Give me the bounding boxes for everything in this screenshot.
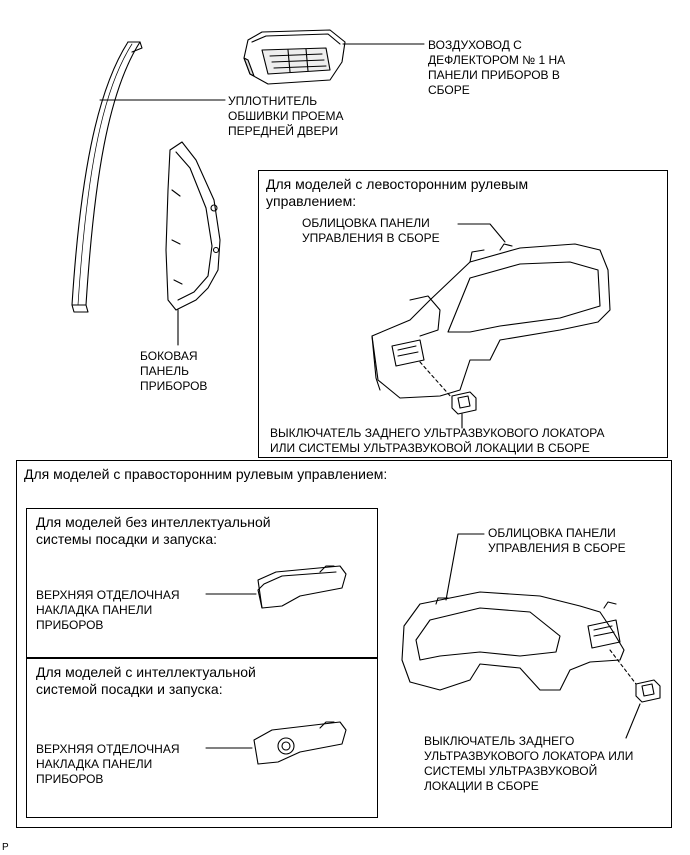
- upper-pad-smart-part: [253, 721, 347, 765]
- upper-pad-no-smart-part: [257, 565, 347, 609]
- smart-frame: [26, 658, 378, 818]
- smart-header: Для моделей с интеллектуальной системой …: [36, 664, 256, 697]
- lhd-switch-label: ВЫКЛЮЧАТЕЛЬ ЗАДНЕГО УЛЬТРАЗВУКОВОГО ЛОКА…: [270, 426, 605, 455]
- footer-code: P: [2, 842, 9, 853]
- rhd-switch-dashed-line: [609, 649, 637, 685]
- smart-upper-pad-label: ВЕРХНЯЯ ОТДЕЛОЧНАЯ НАКЛАДКА ПАНЕЛИ ПРИБО…: [36, 742, 180, 786]
- lhd-bezel-part: [371, 243, 611, 399]
- side-panel-part: [165, 141, 221, 311]
- air-duct-register-part: [243, 29, 346, 85]
- no-smart-frame: [26, 508, 378, 658]
- side-panel-label: БОКОВАЯ ПАНЕЛЬ ПРИБОРОВ: [140, 349, 208, 393]
- rhd-bezel-leader-line: [445, 533, 485, 601]
- no-smart-header: Для моделей без интеллектуальной системы…: [36, 514, 271, 547]
- rhd-switch-label: ВЫКЛЮЧАТЕЛЬ ЗАДНЕГО УЛЬТРАЗВУКОВОГО ЛОКА…: [424, 734, 634, 793]
- rhd-frame: [16, 460, 672, 828]
- rhd-bezel-label: ОБЛИЦОВКА ПАНЕЛИ УПРАВЛЕНИЯ В СБОРЕ: [488, 526, 626, 555]
- door-trim-seal-part: [71, 41, 143, 313]
- seal-label: УПЛОТНИТЕЛЬ ОБШИВКИ ПРОЕМА ПЕРЕДНЕЙ ДВЕР…: [228, 94, 344, 138]
- lhd-switch-dashed-line: [419, 361, 453, 399]
- lhd-bezel-label: ОБЛИЦОВКА ПАНЕЛИ УПРАВЛЕНИЯ В СБОРЕ: [302, 216, 440, 245]
- rhd-switch-part: [635, 679, 661, 703]
- duct-label: ВОЗДУХОВОД С ДЕФЛЕКТОРОМ № 1 НА ПАНЕЛИ П…: [428, 38, 566, 97]
- lhd-header: Для моделей с левосторонним рулевым упра…: [266, 176, 529, 209]
- no-smart-upper-pad-label: ВЕРХНЯЯ ОТДЕЛОЧНАЯ НАКЛАДКА ПАНЕЛИ ПРИБО…: [36, 588, 180, 632]
- lhd-switch-part: [451, 391, 477, 415]
- rhd-header: Для моделей с правосторонним рулевым упр…: [24, 466, 388, 482]
- rhd-switch-leader-line: [625, 703, 641, 739]
- lhd-frame: [258, 170, 668, 458]
- lhd-bezel-leader-line: [457, 223, 506, 243]
- rhd-bezel-part: [401, 591, 625, 691]
